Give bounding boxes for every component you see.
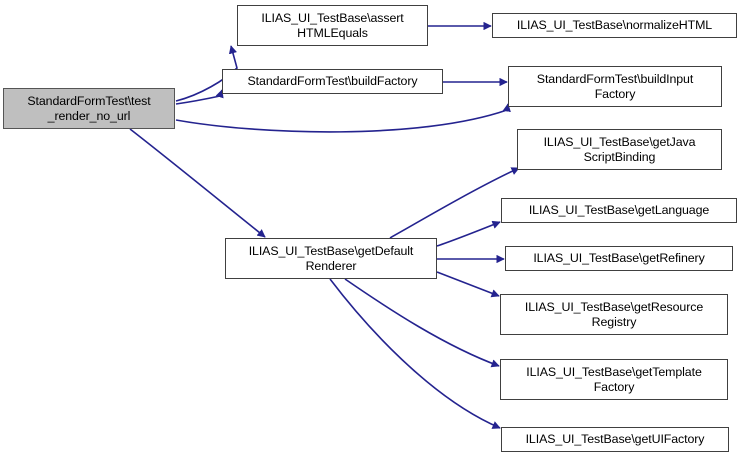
node-get-resource-registry[interactable]: ILIAS_UI_TestBase\getResource Registry (500, 294, 728, 335)
edge-get_default_renderer-to-get_java_script_binding (389, 167, 520, 239)
edge-get_default_renderer-to-get_resource_registry (436, 271, 500, 298)
node-label: ILIAS_UI_TestBase\getLanguage (528, 203, 710, 218)
node-label: ILIAS_UI_TestBase\getJava ScriptBinding (543, 134, 696, 164)
node-label: StandardFormTest\test _render_no_url (27, 93, 151, 123)
node-root[interactable]: StandardFormTest\test _render_no_url (3, 88, 175, 129)
node-label: ILIAS_UI_TestBase\normalizeHTML (516, 18, 713, 33)
node-label: ILIAS_UI_TestBase\getResource Registry (524, 299, 704, 329)
node-build-factory[interactable]: StandardFormTest\buildFactory (222, 69, 443, 94)
node-normalize-html[interactable]: ILIAS_UI_TestBase\normalizeHTML (492, 13, 737, 38)
node-label: ILIAS_UI_TestBase\assert HTMLEquals (261, 10, 404, 40)
node-get-default-renderer[interactable]: ILIAS_UI_TestBase\getDefault Renderer (225, 238, 437, 279)
node-build-input-factory[interactable]: StandardFormTest\buildInput Factory (508, 66, 722, 107)
node-get-language[interactable]: ILIAS_UI_TestBase\getLanguage (501, 198, 737, 223)
node-label: ILIAS_UI_TestBase\getDefault Renderer (248, 243, 414, 273)
node-label: ILIAS_UI_TestBase\getTemplate Factory (526, 364, 702, 394)
node-label: ILIAS_UI_TestBase\getUIFactory (525, 432, 705, 447)
node-label: ILIAS_UI_TestBase\getRefinery (533, 251, 705, 266)
edge-root-to-get_default_renderer (129, 128, 266, 238)
node-get-template-factory[interactable]: ILIAS_UI_TestBase\getTemplate Factory (500, 359, 728, 400)
node-label: StandardFormTest\buildInput Factory (536, 71, 694, 101)
node-get-java-script-binding[interactable]: ILIAS_UI_TestBase\getJava ScriptBinding (517, 129, 722, 170)
node-assert-html-equals[interactable]: ILIAS_UI_TestBase\assert HTMLEquals (237, 5, 428, 46)
edge-root-to-build_input_factory (175, 103, 511, 133)
node-get-refinery[interactable]: ILIAS_UI_TestBase\getRefinery (505, 246, 733, 271)
edge-root-to-build_factory (175, 89, 224, 105)
node-label: StandardFormTest\buildFactory (247, 74, 418, 89)
edge-get_default_renderer-to-get_language (436, 220, 501, 247)
edge-get_default_renderer-to-get_ui_factory (329, 278, 501, 429)
edge-get_default_renderer-to-get_template_factory (344, 278, 500, 368)
node-get-ui-factory[interactable]: ILIAS_UI_TestBase\getUIFactory (501, 427, 729, 452)
